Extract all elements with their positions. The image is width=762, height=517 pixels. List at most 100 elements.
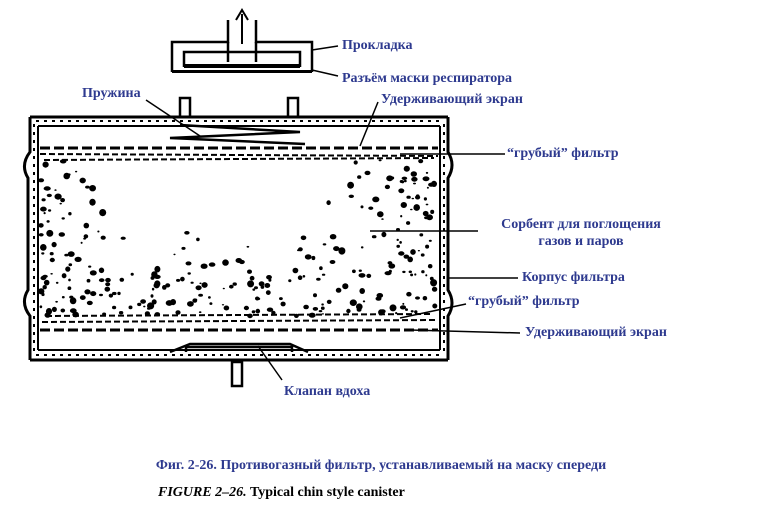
sorbent-granule: [406, 195, 411, 199]
sorbent-granule: [153, 274, 161, 279]
sorbent-granule: [300, 235, 307, 241]
sorbent-granule: [190, 281, 194, 284]
label-coarse-filter-top: “грубый” фильтр: [507, 146, 619, 161]
gasket: [172, 64, 312, 73]
sorbent-granule: [398, 251, 405, 256]
sorbent-granule: [251, 310, 256, 314]
sorbent-granule: [201, 282, 208, 288]
sorbent-granule: [154, 312, 161, 317]
sorbent-granule: [415, 296, 420, 300]
sorbent-granule: [59, 159, 67, 164]
sorbent-granule: [335, 287, 342, 293]
sorbent-granule: [247, 269, 252, 274]
sorbent-granule: [395, 312, 398, 315]
sorbent-granule: [43, 186, 51, 191]
sorbent-granule: [349, 299, 357, 307]
label-coarse-filter-bottom: “грубый” фильтр: [468, 294, 580, 309]
sorbent-granule: [389, 176, 395, 180]
sorbent-granule: [239, 259, 245, 265]
sorbent-granule: [425, 274, 428, 277]
sorbent-granule: [60, 308, 66, 313]
sorbent-granule: [147, 307, 151, 310]
sorbent-granule: [297, 249, 300, 252]
sorbent-granule: [377, 211, 384, 218]
sorbent-granule: [280, 301, 286, 307]
sorbent-granule: [422, 296, 428, 301]
sorbent-granule: [74, 256, 82, 262]
sorbent-granule: [268, 278, 272, 282]
sorbent-granule: [80, 241, 83, 244]
sorbent-granule: [41, 198, 46, 202]
sorbent-granule: [279, 297, 283, 301]
sorbent-granule: [90, 291, 97, 297]
sorbent-granule: [414, 273, 417, 276]
sorbent-granule: [410, 171, 417, 177]
sorbent-granule: [396, 244, 401, 248]
sorbent-granule: [184, 231, 190, 235]
sorbent-granule: [362, 300, 366, 303]
sorbent-granule: [99, 209, 107, 217]
sorbent-granule: [165, 283, 171, 288]
sorbent-granule: [51, 241, 57, 248]
sorbent-granule: [88, 265, 92, 268]
sorbent-granule: [150, 294, 154, 298]
sorbent-granule: [42, 285, 47, 290]
mask-connector: [170, 20, 314, 72]
sorbent-granule: [347, 181, 354, 189]
sorbent-granule: [40, 244, 47, 251]
sorbent-granule: [422, 176, 430, 182]
sorbent-granule: [388, 263, 396, 269]
sorbent-granule: [308, 312, 316, 318]
sorbent-granule: [430, 279, 438, 287]
sorbent-granule: [89, 185, 96, 192]
outflow-arrow-icon: [235, 8, 249, 44]
sorbent-granule: [38, 288, 45, 295]
sorbent-granule: [318, 310, 323, 313]
sorbent-granule: [423, 197, 427, 201]
sorbent-granule: [338, 247, 346, 255]
sorbent-granule: [104, 286, 111, 292]
sorbent-granule: [326, 299, 332, 304]
sorbent-granule: [407, 256, 414, 263]
sorbent-granule: [247, 313, 253, 319]
sorbent-granule: [420, 253, 425, 257]
sorbent-granule: [83, 234, 89, 239]
label-gasket: Прокладка: [342, 38, 413, 53]
sorbent-granule: [119, 277, 125, 282]
sorbent-granule: [264, 283, 271, 288]
sorbent-granule: [410, 273, 414, 277]
sorbent-granules: [38, 159, 438, 319]
sorbent-granule: [321, 303, 324, 306]
sorbent-granule: [425, 171, 429, 174]
sorbent-granule: [49, 257, 55, 263]
label-retaining-screen-bottom: Удерживающий экран: [525, 325, 667, 340]
sorbent-granule: [249, 275, 255, 281]
sorbent-granule: [40, 276, 45, 280]
sorbent-granule: [346, 308, 351, 314]
label-filter-body: Корпус фильтра: [522, 270, 625, 285]
sorbent-granule: [313, 293, 317, 298]
sorbent-granule: [46, 220, 50, 223]
sorbent-granule: [357, 175, 362, 179]
sorbent-granule: [59, 202, 62, 205]
sorbent-granule: [46, 193, 52, 198]
sorbent-granule: [356, 307, 362, 312]
sorbent-granule: [170, 299, 177, 306]
sorbent-granule: [185, 261, 192, 266]
sorbent-granule: [413, 182, 416, 185]
sorbent-granule: [406, 221, 411, 225]
sorbent-granule: [255, 308, 261, 314]
caption-english-prefix: FIGURE 2–26.: [158, 485, 247, 500]
sorbent-granule: [43, 212, 46, 215]
sorbent-granule: [389, 304, 397, 312]
sorbent-granule: [105, 277, 111, 283]
sorbent-granule: [54, 189, 57, 191]
sorbent-granule: [154, 265, 161, 273]
sorbent-granule: [187, 301, 194, 307]
sorbent-granule: [99, 293, 103, 297]
sorbent-granule: [353, 160, 358, 165]
sorbent-granule: [198, 293, 204, 297]
sorbent-granule: [38, 178, 45, 183]
sorbent-granule: [358, 269, 362, 272]
sorbent-granule: [303, 304, 309, 310]
